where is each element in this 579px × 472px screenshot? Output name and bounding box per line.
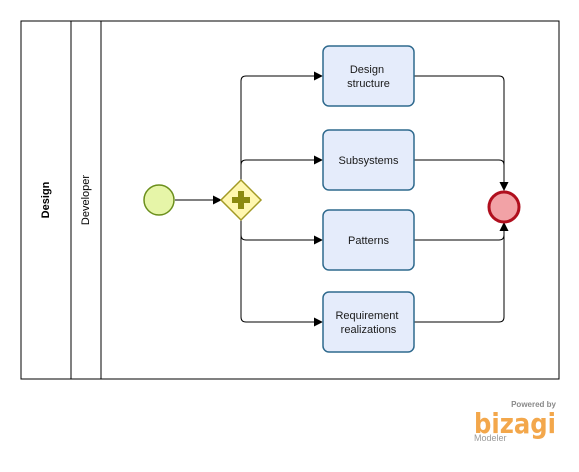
pool[interactable]: Design xyxy=(20,20,560,380)
pool-name: Design xyxy=(40,181,52,218)
task-label: Patterns xyxy=(348,235,389,247)
task-requirement-realizations[interactable]: Requirement realizations xyxy=(322,291,415,353)
task-box xyxy=(322,45,415,107)
end-event[interactable] xyxy=(487,190,521,224)
task-box xyxy=(322,291,415,353)
bizagi-watermark: Powered by bizagi Modeler xyxy=(474,400,557,443)
task-subsystems[interactable]: Subsystems xyxy=(322,129,415,191)
flow-design-structure-to-end[interactable] xyxy=(414,75,509,191)
task-patterns[interactable]: Patterns xyxy=(322,209,415,271)
flow-gateway-to-subsystems[interactable] xyxy=(240,155,323,180)
pool-border xyxy=(20,20,560,380)
flow-gateway-to-design-structure[interactable] xyxy=(240,71,323,180)
task-label: Design structure xyxy=(347,64,390,90)
plus-icon xyxy=(232,191,250,209)
bizagi-logo: bizagi xyxy=(474,407,556,440)
modeler-text: Modeler xyxy=(474,433,507,443)
task-design-structure[interactable]: Design structure xyxy=(322,45,415,107)
task-label: Requirement realizations xyxy=(335,310,401,336)
flow-requirement-realizations-to-end[interactable] xyxy=(414,222,509,323)
task-label: Subsystems xyxy=(339,155,399,167)
start-event[interactable] xyxy=(143,184,175,216)
flow-subsystems-to-end[interactable] xyxy=(414,159,509,191)
powered-by-text: Powered by xyxy=(511,400,556,409)
lane-developer[interactable]: Developer xyxy=(80,21,102,379)
task-box xyxy=(322,209,415,271)
lane-name: Developer xyxy=(80,175,92,225)
sequence-flows xyxy=(175,71,509,327)
flow-gateway-to-requirement-realizations[interactable] xyxy=(240,220,323,327)
task-box xyxy=(322,129,415,191)
parallel-gateway[interactable] xyxy=(219,178,263,222)
